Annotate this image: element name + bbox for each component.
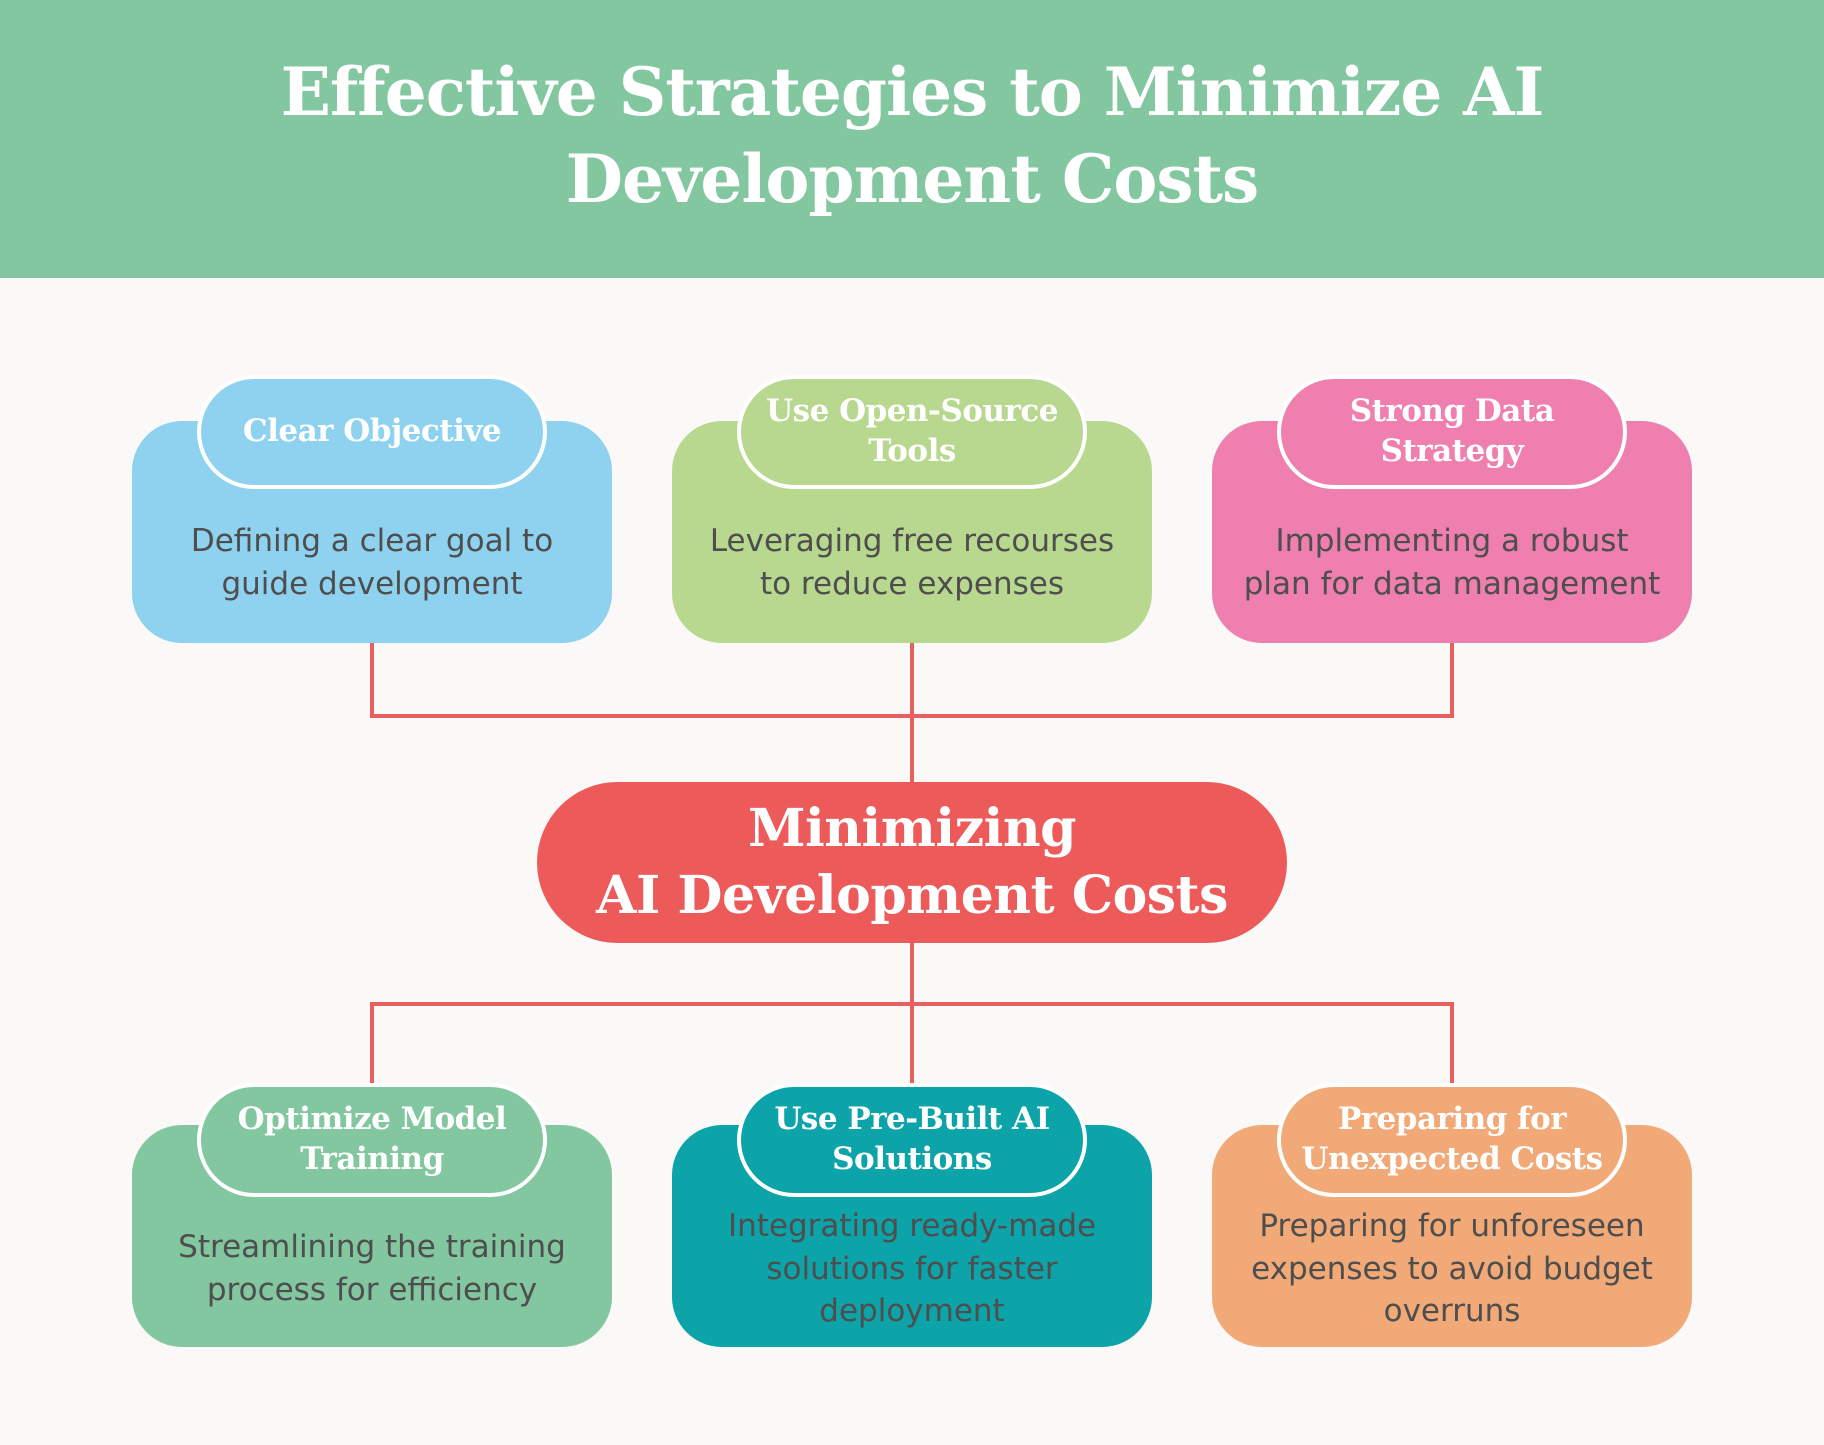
connector-top-middle-vertical — [910, 641, 914, 784]
box-desc-line: Leveraging free recourses — [709, 523, 1115, 560]
connector-top-horizontal — [370, 714, 1454, 718]
box-title-line: Use Pre-Built AI — [774, 1101, 1050, 1138]
box-title-line: Training — [300, 1141, 444, 1177]
box-desc-line: Defining a clear goal to — [190, 523, 554, 560]
box-desc-line: solutions for faster — [766, 1250, 1058, 1287]
box-title-line: Preparing for — [1337, 1101, 1567, 1138]
box-desc-line: Integrating ready-made — [727, 1207, 1097, 1244]
box-desc: Integrating ready-made solutions for fas… — [728, 1205, 1096, 1333]
box-header-pill: Optimize Model Training — [197, 1083, 547, 1197]
box-title-line: Tools — [868, 433, 956, 469]
box-desc: Leveraging free recourses to reduce expe… — [710, 520, 1114, 606]
box-desc-line: Preparing for unforeseen — [1259, 1207, 1645, 1244]
box-desc: Streamlining the training process for ef… — [178, 1226, 566, 1312]
box-title: Optimize Model Training — [238, 1100, 507, 1179]
box-desc-line: process for efficiency — [206, 1272, 538, 1308]
page-title: Effective Strategies to Minimize AI Deve… — [280, 49, 1545, 223]
box-title: Strong Data Strategy — [1281, 392, 1623, 471]
box-header-pill: Clear Objective — [197, 375, 547, 489]
center-node-minimizing-ai-development-costs: Minimizing AI Development Costs — [537, 782, 1287, 943]
box-header-pill: Use Open-Source Tools — [737, 375, 1087, 489]
box-desc: Defining a clear goal to guide developme… — [191, 520, 553, 606]
strategy-box-use-pre-built-ai-solutions: Integrating ready-made solutions for fas… — [672, 1083, 1152, 1347]
box-title-line: Optimize Model — [237, 1101, 507, 1138]
box-desc-line: guide development — [221, 566, 523, 602]
center-node-title-line: Minimizing — [747, 797, 1077, 859]
connector-bottom-left-vertical — [370, 1002, 374, 1085]
strategy-box-optimize-model-training: Streamlining the training process for ef… — [132, 1083, 612, 1347]
box-header-pill: Strong Data Strategy — [1277, 375, 1627, 489]
header-band: Effective Strategies to Minimize AI Deve… — [0, 0, 1824, 278]
box-title-line: Strong Data Strategy — [1349, 393, 1555, 469]
box-title: Use Open-Source Tools — [766, 392, 1058, 471]
box-desc: Preparing for unforeseen expenses to avo… — [1251, 1205, 1653, 1333]
box-title-line: Clear Objective — [242, 413, 502, 450]
box-title-line: Use Open-Source — [766, 393, 1058, 430]
box-header-pill: Preparing for Unexpected Costs — [1277, 1083, 1627, 1197]
box-desc-line: Implementing a robust — [1275, 523, 1629, 560]
box-title-line: Unexpected Costs — [1301, 1141, 1603, 1177]
box-title-line: Solutions — [832, 1141, 992, 1177]
strategy-box-clear-objective: Defining a clear goal to guide developme… — [132, 375, 612, 643]
center-node-title: Minimizing AI Development Costs — [596, 796, 1228, 929]
box-desc-line: deployment — [819, 1293, 1005, 1330]
connector-top-right-vertical — [1450, 641, 1454, 718]
box-desc-line: expenses to avoid budget — [1251, 1250, 1653, 1287]
connector-bottom-horizontal — [370, 1002, 1454, 1006]
connector-bottom-middle-vertical — [910, 941, 914, 1085]
strategy-box-use-open-source-tools: Leveraging free recourses to reduce expe… — [672, 375, 1152, 643]
box-title: Use Pre-Built AI Solutions — [774, 1100, 1050, 1179]
box-title: Preparing for Unexpected Costs — [1301, 1100, 1603, 1179]
box-desc-line: overruns — [1383, 1293, 1521, 1330]
strategy-box-strong-data-strategy: Implementing a robust plan for data mana… — [1212, 375, 1692, 643]
box-desc-line: to reduce expenses — [759, 566, 1065, 602]
connector-top-left-vertical — [370, 641, 374, 718]
box-desc-line: Streamlining the training — [178, 1229, 566, 1266]
strategy-box-plan-for-unexpected-costs: Preparing for unforeseen expenses to avo… — [1212, 1083, 1692, 1347]
center-node-title-line: AI Development Costs — [596, 864, 1228, 926]
box-title: Clear Objective — [242, 412, 502, 452]
box-desc-line: plan for data management — [1243, 566, 1661, 602]
connector-bottom-right-vertical — [1450, 1002, 1454, 1085]
box-desc: Implementing a robust plan for data mana… — [1244, 520, 1661, 606]
page-title-line: Development Costs — [565, 140, 1259, 218]
box-header-pill: Use Pre-Built AI Solutions — [737, 1083, 1087, 1197]
page-title-line: Effective Strategies to Minimize AI — [280, 52, 1545, 131]
